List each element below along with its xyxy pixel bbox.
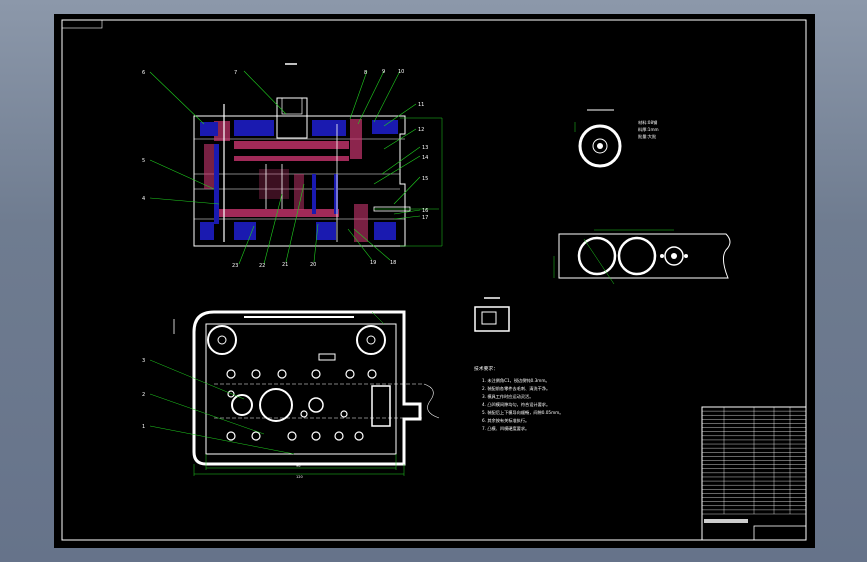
svg-text:21: 21 — [282, 262, 288, 268]
svg-text:22: 22 — [259, 263, 265, 269]
svg-text:3: 3 — [142, 358, 145, 364]
svg-text:18: 18 — [390, 260, 396, 266]
svg-text:16: 16 — [422, 208, 428, 214]
svg-text:5. 装配后上下模导向顺畅，间隙0.05mm。: 5. 装配后上下模导向顺畅，间隙0.05mm。 — [482, 409, 563, 416]
svg-text:9: 9 — [382, 69, 385, 75]
svg-text:96: 96 — [296, 464, 300, 468]
technical-requirements: 技术要求： 1. 未注倒角C1，锐边倒钝0.3mm。 2. 装配前各零件去毛刺、… — [474, 365, 563, 432]
svg-text:3. 模具工作时应运动灵活。: 3. 模具工作时应运动灵活。 — [482, 393, 533, 400]
cad-viewport[interactable]: 6 7 8 9 10 11 12 13 14 15 16 17 18 19 20… — [54, 14, 815, 548]
svg-text:8: 8 — [364, 70, 367, 76]
plan-view[interactable]: 96 120 3 2 1 — [142, 310, 440, 479]
svg-text:11: 11 — [418, 102, 424, 108]
svg-text:23: 23 — [232, 263, 238, 269]
svg-text:技术要求：: 技术要求： — [474, 365, 498, 372]
svg-text:7. 凸模、凹模硬度要求。: 7. 凸模、凹模硬度要求。 — [482, 425, 529, 432]
svg-text:4: 4 — [142, 196, 145, 202]
svg-text:120: 120 — [296, 475, 303, 479]
svg-text:15: 15 — [422, 176, 428, 182]
svg-text:料厚:1mm: 料厚:1mm — [638, 126, 659, 133]
drawing-canvas: 6 7 8 9 10 11 12 13 14 15 16 17 18 19 20… — [61, 19, 807, 541]
title-block[interactable] — [701, 406, 807, 541]
strip-layout[interactable] — [553, 229, 731, 285]
svg-text:12: 12 — [418, 127, 424, 133]
svg-text:5: 5 — [142, 158, 145, 164]
section-view[interactable]: 6 7 8 9 10 11 12 13 14 15 16 17 18 19 20… — [142, 63, 443, 269]
drawing-frame — [61, 19, 807, 541]
svg-text:6. 其余按有关标准执行。: 6. 其余按有关标准执行。 — [482, 417, 529, 424]
svg-text:13: 13 — [422, 145, 428, 151]
svg-text:2. 装配前各零件去毛刺、清洗干净。: 2. 装配前各零件去毛刺、清洗干净。 — [482, 385, 550, 392]
svg-text:2: 2 — [142, 392, 145, 398]
plan-part-numbers: 3 2 1 — [142, 358, 145, 430]
svg-text:17: 17 — [422, 215, 428, 221]
svg-text:4. 凸凹模间隙均匀，符合设计要求。: 4. 凸凹模间隙均匀，符合设计要求。 — [482, 401, 550, 408]
svg-text:批量:大批: 批量:大批 — [638, 133, 657, 140]
section-part-numbers: 6 7 8 9 10 11 12 13 14 15 16 17 18 19 20… — [142, 69, 428, 269]
svg-text:7: 7 — [234, 70, 237, 76]
workpiece-view[interactable]: 材料:08钢 料厚:1mm 批量:大批 — [574, 109, 659, 168]
svg-text:20: 20 — [310, 262, 316, 268]
svg-text:材料:08钢: 材料:08钢 — [638, 119, 657, 126]
svg-text:6: 6 — [142, 70, 145, 76]
svg-text:1. 未注倒角C1，锐边倒钝0.3mm。: 1. 未注倒角C1，锐边倒钝0.3mm。 — [482, 377, 550, 384]
detail-view[interactable] — [474, 297, 510, 332]
svg-text:1: 1 — [142, 424, 145, 430]
svg-text:19: 19 — [370, 260, 376, 266]
corner-code-box — [61, 19, 103, 29]
svg-text:14: 14 — [422, 155, 428, 161]
part-note: 材料:08钢 料厚:1mm 批量:大批 — [638, 119, 659, 140]
svg-text:10: 10 — [398, 69, 404, 75]
